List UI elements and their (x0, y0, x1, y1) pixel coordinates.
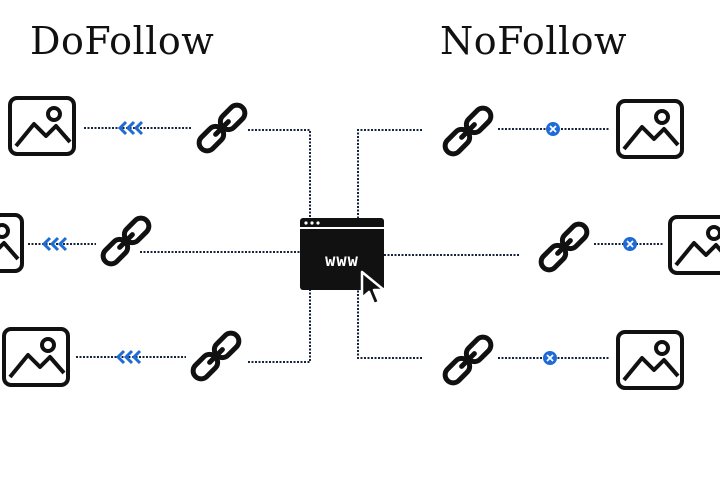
chain-link-icon (100, 215, 152, 267)
dofollow-title: DoFollow (30, 19, 215, 63)
image-icon (2, 327, 70, 387)
image-icon (668, 215, 720, 275)
nofollow-title: NoFollow (440, 19, 628, 63)
mouse-cursor-icon (360, 270, 386, 306)
connector-right-bottom (357, 290, 422, 359)
connector-left-bottom (248, 290, 311, 363)
x-circle-icon (622, 236, 638, 252)
chain-link-icon (190, 330, 242, 382)
connector-left-top (248, 129, 311, 248)
image-icon (616, 330, 684, 390)
x-circle-icon (542, 350, 558, 366)
image-icon (0, 213, 24, 273)
chain-link-icon (538, 221, 590, 273)
chain-link-icon (442, 105, 494, 157)
chain-link-icon (196, 102, 248, 154)
www-label: www (325, 251, 359, 271)
image-icon (8, 96, 76, 156)
image-icon (616, 99, 684, 159)
chain-link-icon (442, 334, 494, 386)
connector-right-top (357, 129, 422, 232)
x-circle-icon (545, 121, 561, 137)
